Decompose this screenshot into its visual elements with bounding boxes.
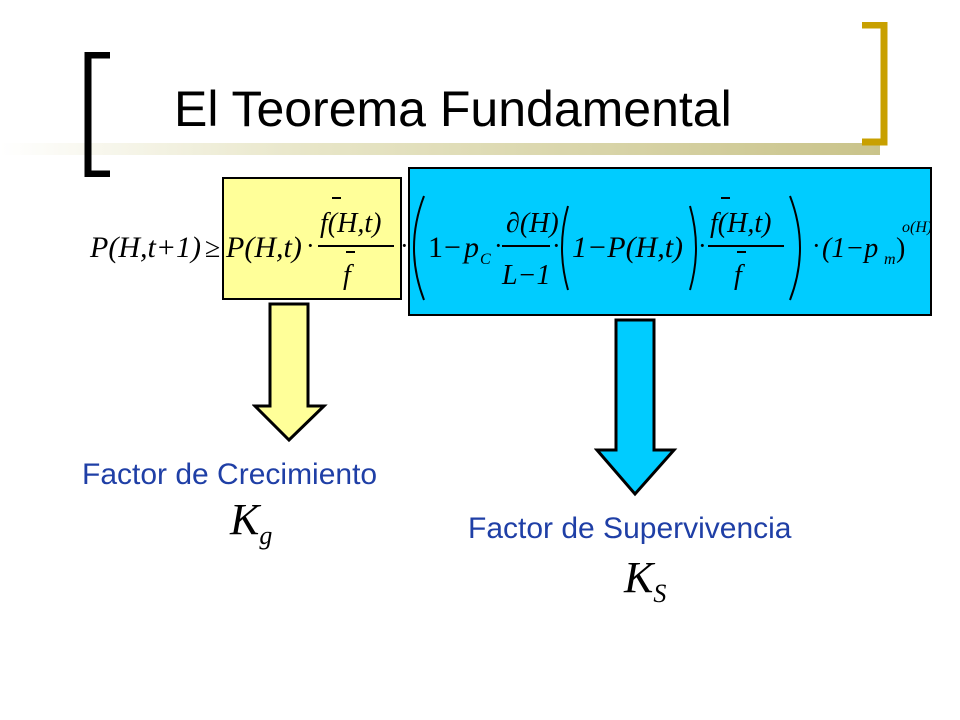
survival-arrow [594, 318, 678, 497]
right-bracket-decoration [862, 22, 888, 146]
surv-mut: (1−p [822, 233, 878, 264]
surv-mut-sub: m [884, 251, 896, 268]
formula-lhs: P(H,t+1) [89, 231, 201, 264]
growth-dot: · [306, 231, 315, 260]
formula-relation: ≥ [205, 233, 220, 264]
survival-factor-label: Factor de Supervivencia [468, 512, 792, 545]
survival-symbol-k: K [624, 553, 654, 602]
surv-paren-inner: 1−P(H,t) [572, 231, 683, 264]
growth-term-box [222, 177, 402, 300]
survival-factor-symbol: KS [624, 553, 666, 607]
growth-symbol-k: K [230, 495, 260, 544]
surv-minus: − [444, 231, 461, 264]
growth-p: P(H,t) [225, 231, 302, 264]
survival-term-box [408, 167, 932, 316]
inner-left-paren [561, 205, 569, 291]
surv-num2: f(H,t) [710, 208, 771, 239]
title-accent-bar [0, 143, 880, 155]
surv-mut-close: ) [896, 233, 905, 264]
growth-factor-label: Factor de Crecimiento [82, 458, 378, 491]
growth-numerator: f(H,t) [320, 208, 381, 239]
mid-dot: · [400, 231, 409, 260]
growth-arrow [252, 302, 328, 443]
dot-5: · [812, 231, 821, 260]
surv-den2: f [734, 260, 745, 291]
dot-4: · [698, 231, 707, 260]
surv-one: 1 [428, 231, 443, 264]
growth-denominator: f [343, 260, 354, 291]
surv-delta-den: L−1 [501, 260, 550, 291]
dot-3: · [552, 231, 561, 260]
big-left-paren [413, 195, 425, 301]
growth-symbol-sub: g [259, 521, 273, 550]
left-bracket-decoration [84, 52, 110, 177]
inner-right-paren [689, 205, 697, 291]
dot-2: · [494, 231, 503, 260]
page-title: El Teorema Fundamental [174, 81, 732, 137]
surv-pc: p [462, 231, 479, 264]
big-right-paren [789, 195, 801, 301]
growth-factor-symbol: Kg [230, 495, 272, 549]
surv-pc-sub: C [480, 251, 491, 268]
survival-symbol-sub: S [653, 579, 667, 608]
surv-exponent: o(H) [902, 219, 932, 236]
surv-delta-num: ∂(H) [506, 208, 559, 239]
